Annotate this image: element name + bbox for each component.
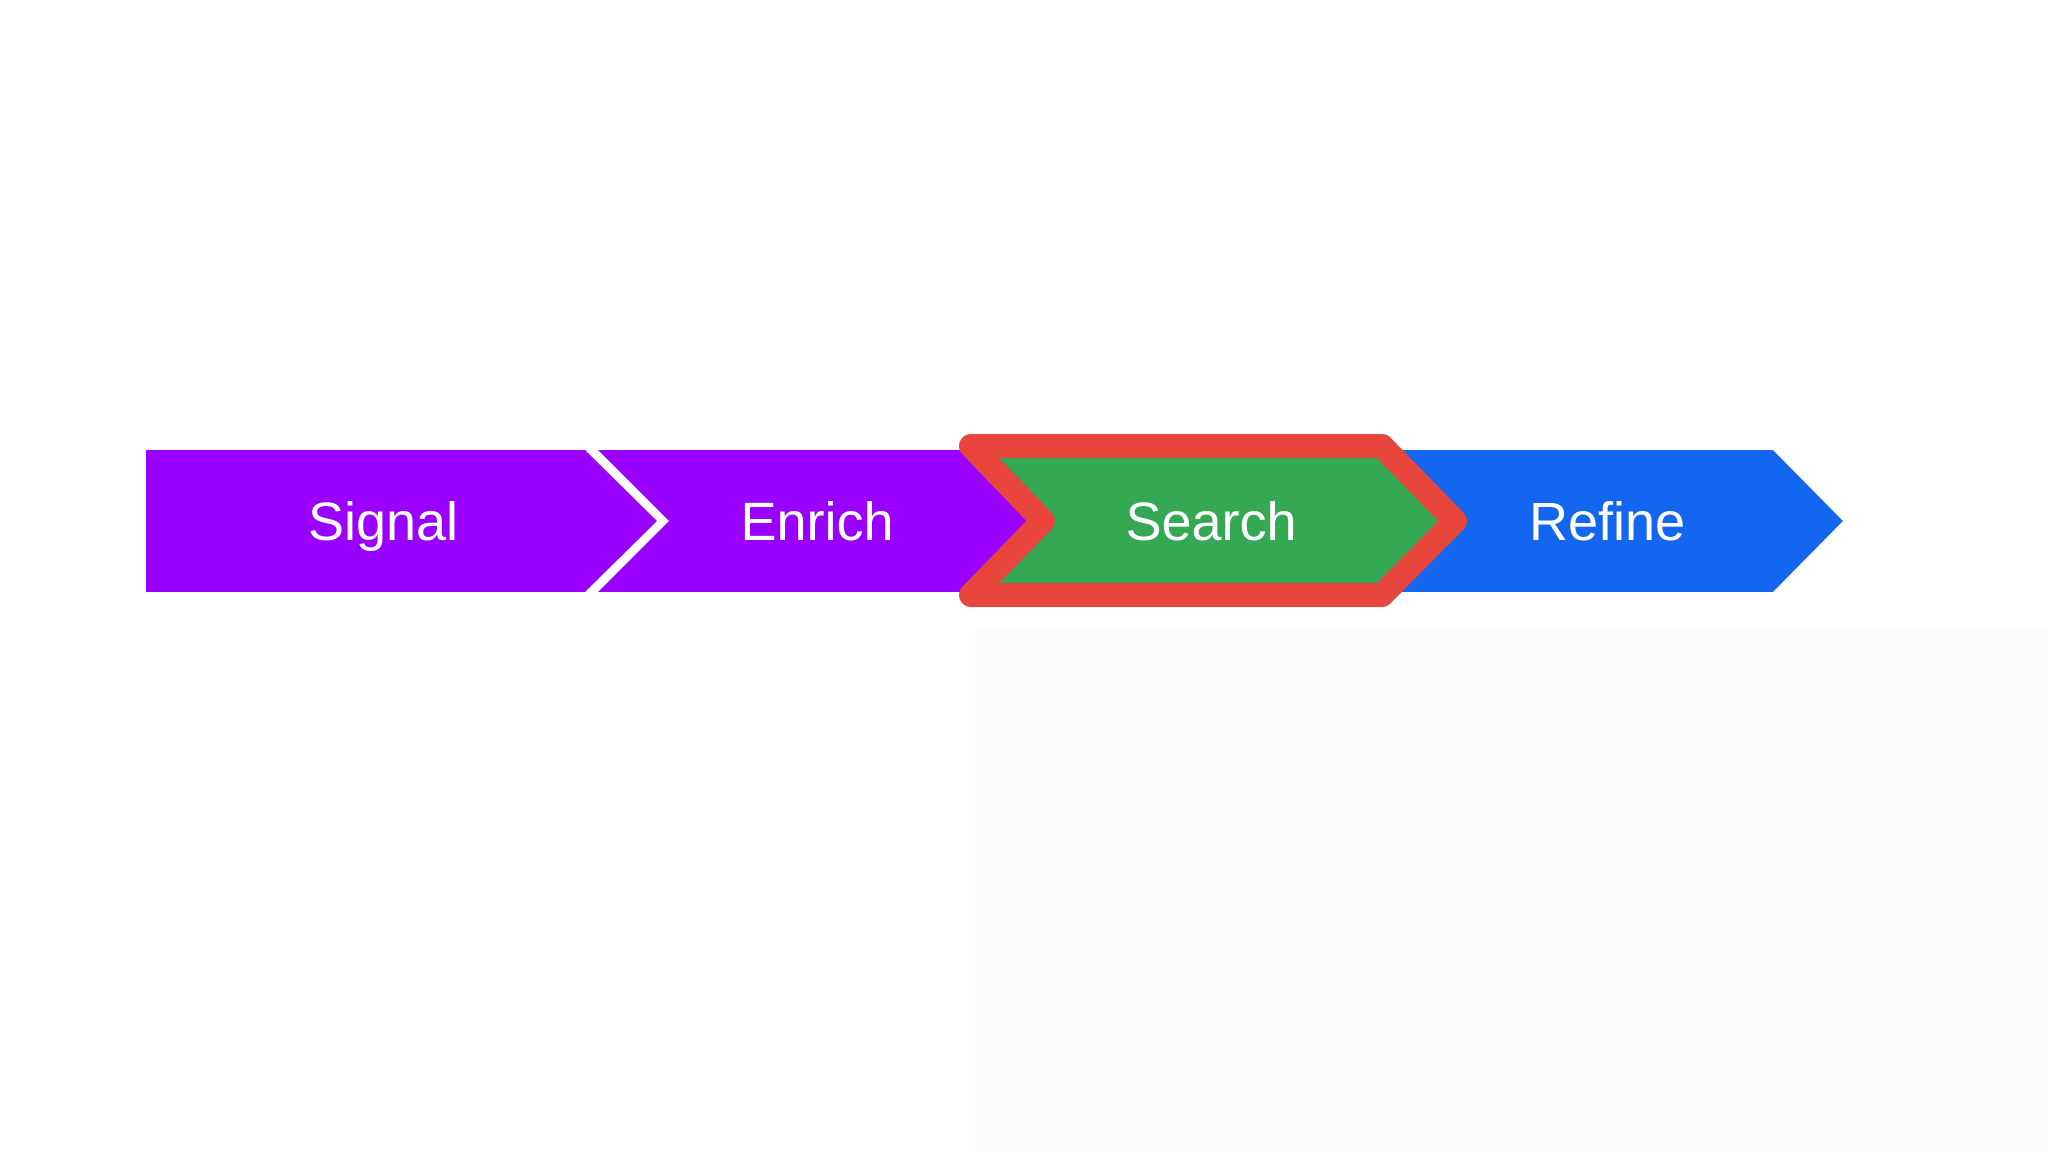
background-shade: [975, 630, 2048, 1152]
step-search-shape: [959, 434, 1467, 607]
step-signal-label: Signal: [308, 492, 458, 552]
step-signal: Signal: [146, 450, 659, 592]
step-refine-label: Refine: [1529, 492, 1685, 552]
step-search: Search: [959, 434, 1467, 607]
step-enrich: Enrich: [598, 450, 1041, 592]
step-search-label: Search: [1125, 492, 1296, 552]
step-enrich-label: Enrich: [740, 492, 893, 552]
step-refine-shape: [1380, 450, 1843, 592]
step-signal-shape: [146, 450, 659, 592]
chevron-separator: [585, 445, 667, 597]
step-enrich-shape: [598, 450, 1041, 592]
step-refine: Refine: [1380, 450, 1843, 592]
